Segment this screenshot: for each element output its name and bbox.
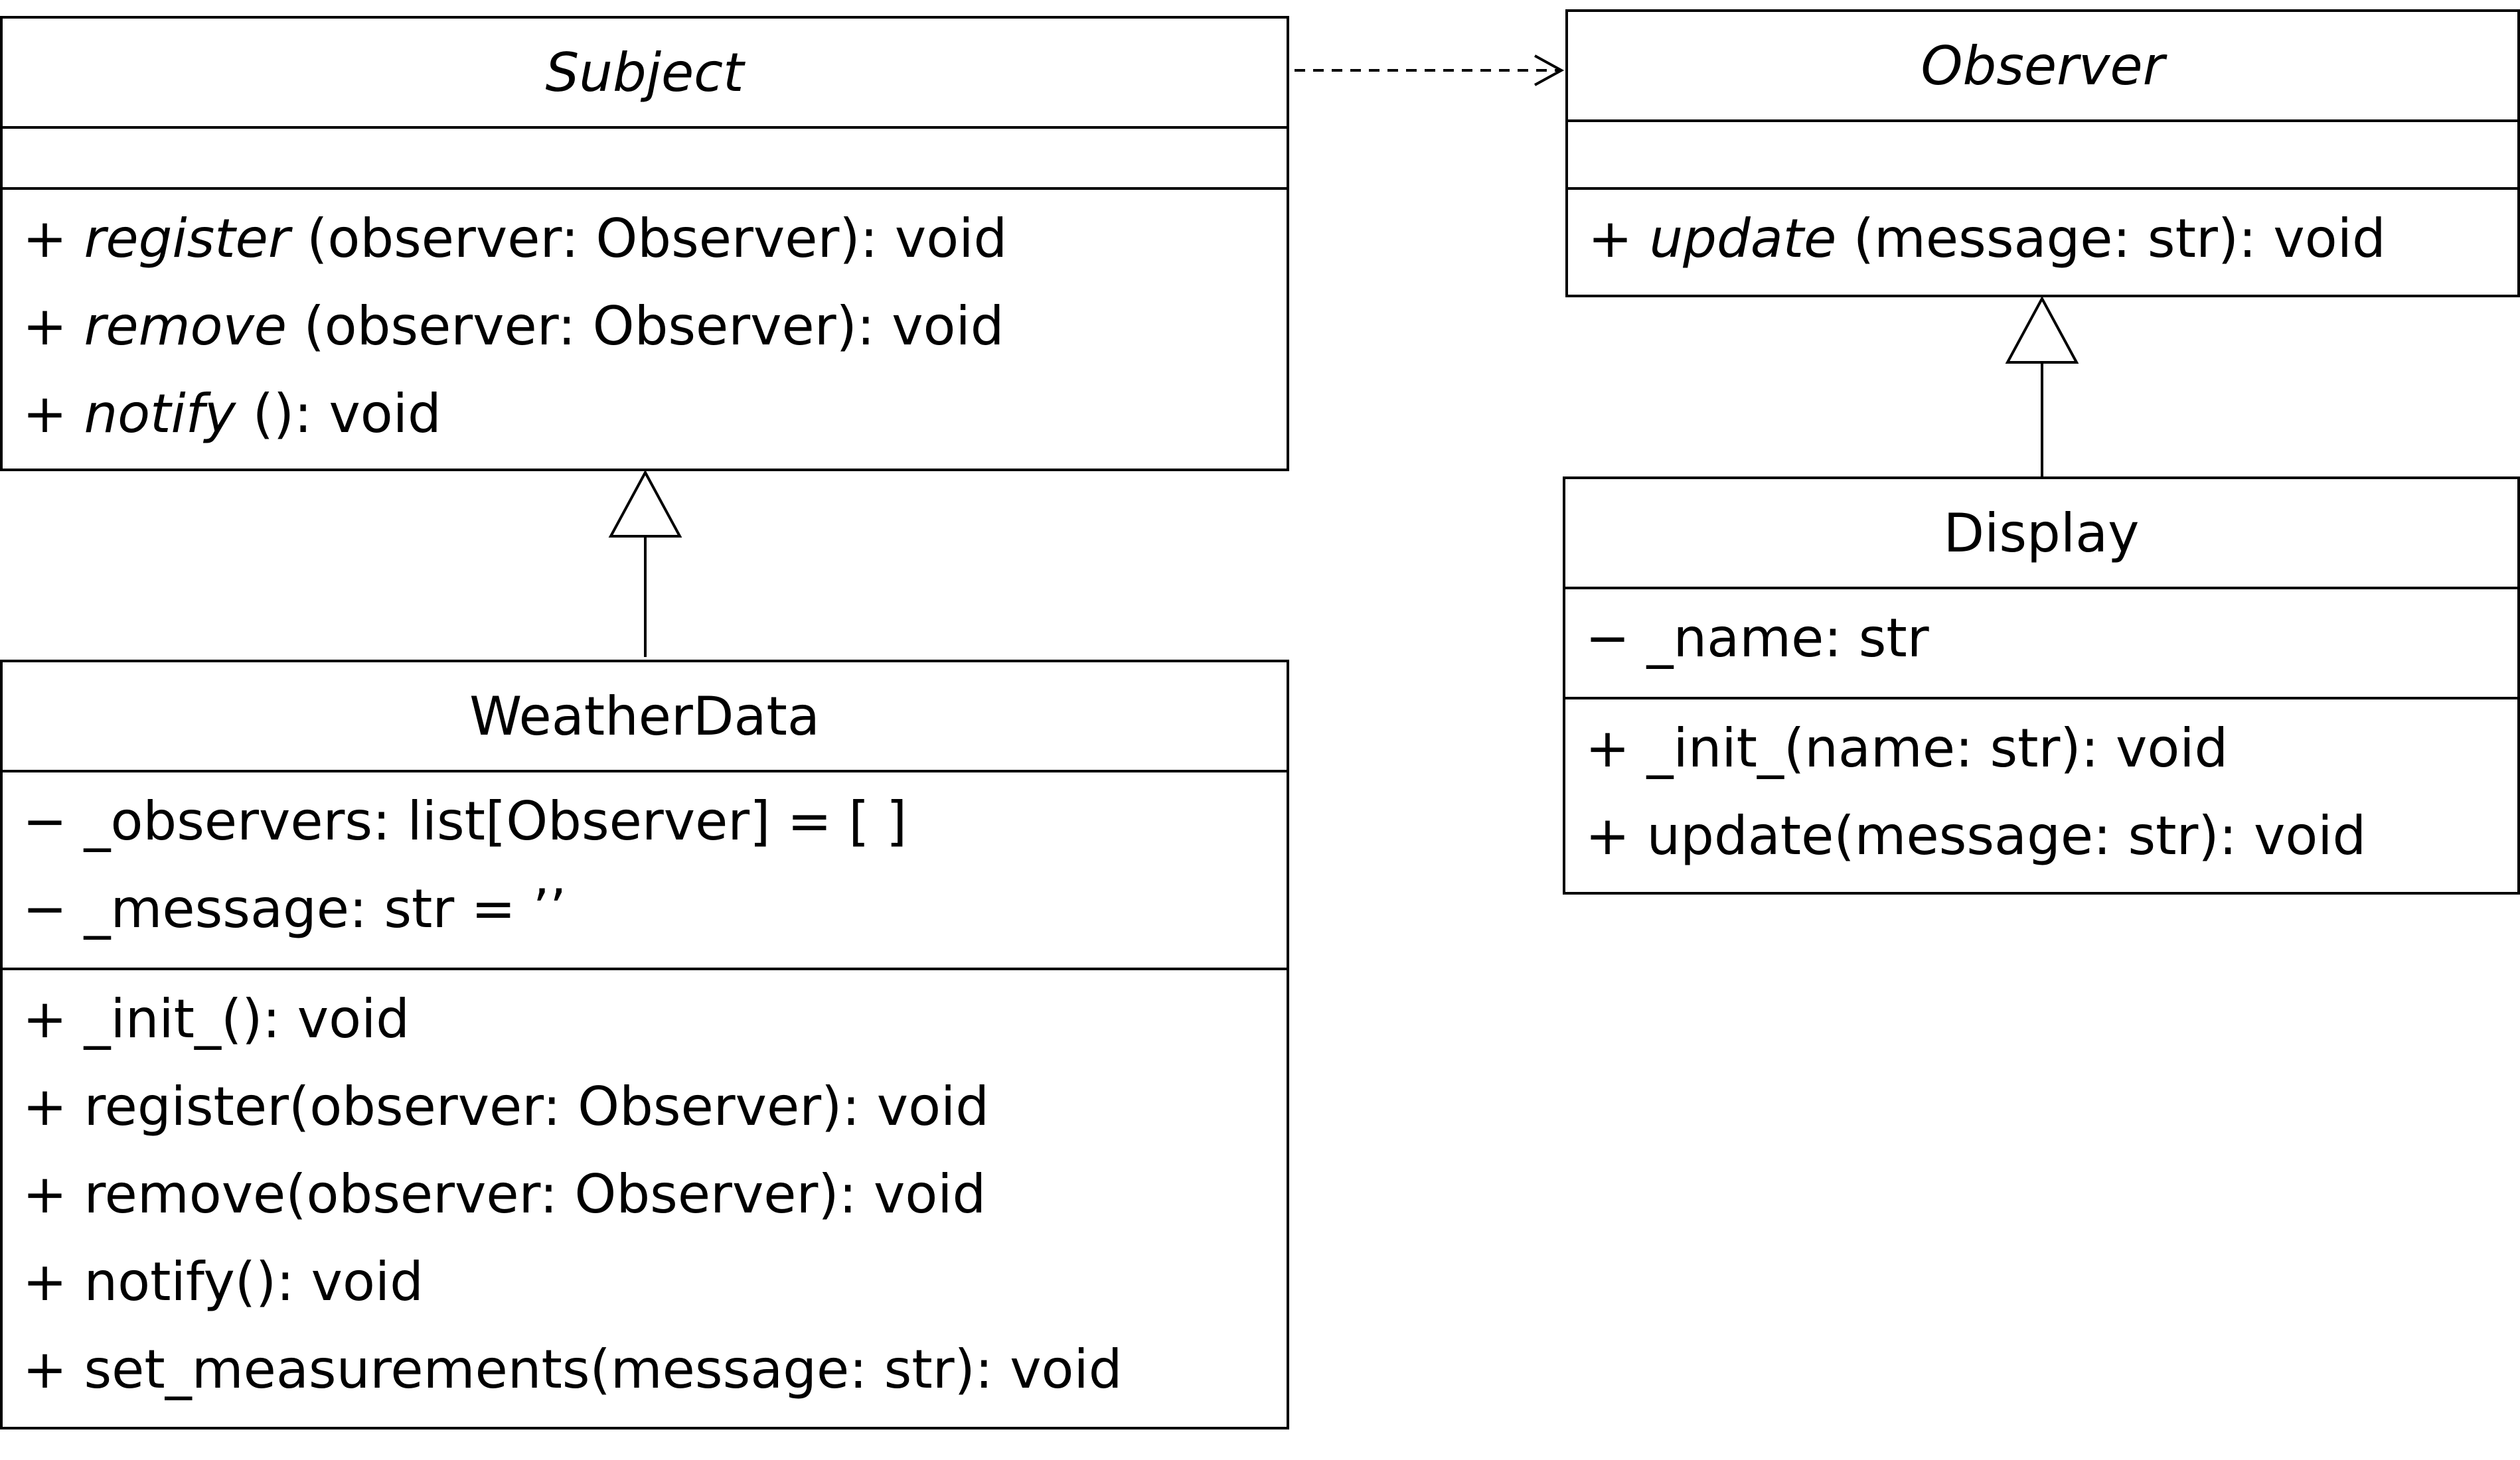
subject-operation-remove: + remove (observer: Observer): void: [23, 295, 1004, 357]
display-operation-update: + update(message: str): void: [1585, 805, 2367, 867]
weatherdata-operations: + _init_(): void + register(observer: Ob…: [3, 970, 1287, 1427]
display-class-name: Display: [1565, 479, 2517, 589]
weatherdata-operation-register: + register(observer: Observer): void: [23, 1076, 990, 1137]
weatherdata-operation-set-measurements: + set_measurements(message: str): void: [23, 1339, 1123, 1400]
weatherdata-operation-remove: + remove(observer: Observer): void: [23, 1163, 986, 1225]
display-operation-init: + _init_(name: str): void: [1585, 717, 2229, 779]
weatherdata-attribute-observers: − _observers: list[Observer] = [ ]: [23, 790, 907, 852]
weatherdata-class-name: WeatherData: [3, 662, 1287, 772]
display-attributes: − _name: str: [1565, 589, 2517, 699]
subject-operation-register: + register (observer: Observer): void: [23, 208, 1008, 269]
observer-class: Observer + update (message: str): void: [1565, 9, 2520, 297]
weatherdata-operation-init: + _init_(): void: [23, 988, 410, 1050]
display-class: Display − _name: str + _init_(name: str)…: [1563, 476, 2520, 895]
weatherdata-operation-notify: + notify(): void: [23, 1251, 424, 1313]
observer-class-name: Observer: [1568, 12, 2517, 122]
subject-operation-notify: + notify (): void: [23, 383, 441, 445]
subject-attributes: [3, 129, 1287, 190]
observer-attributes: [1568, 122, 2517, 190]
display-operations: + _init_(name: str): void + update(messa…: [1565, 699, 2517, 892]
observer-operations: + update (message: str): void: [1568, 190, 2517, 295]
inheritance-arrow-display-observer: [2005, 295, 2079, 476]
subject-operations: + register (observer: Observer): void + …: [3, 190, 1287, 469]
weatherdata-attribute-message: − _message: str = ’’: [23, 878, 567, 940]
observer-operation-update: + update (message: str): void: [1588, 208, 2386, 269]
subject-class: Subject + register (observer: Observer):…: [0, 16, 1289, 471]
display-attribute-name: − _name: str: [1585, 607, 1929, 669]
inheritance-arrow-weatherdata-subject: [608, 469, 682, 657]
subject-class-name: Subject: [3, 19, 1287, 129]
weatherdata-attributes: − _observers: list[Observer] = [ ] − _me…: [3, 772, 1287, 970]
dependency-arrow-subject-observer: [1295, 54, 1565, 86]
weatherdata-class: WeatherData − _observers: list[Observer]…: [0, 660, 1289, 1429]
